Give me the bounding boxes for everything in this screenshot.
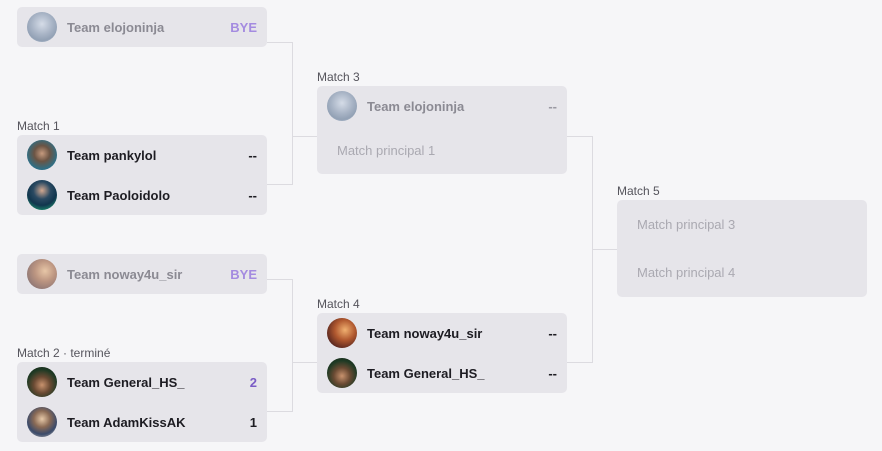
noway4u-avatar bbox=[27, 259, 57, 289]
match-label: Match 2 · terminé bbox=[17, 346, 111, 360]
team-row[interactable]: Team General_HS_ -- bbox=[317, 353, 567, 393]
connector-line bbox=[292, 136, 317, 137]
connector-line bbox=[267, 184, 292, 185]
connector-line bbox=[267, 279, 292, 280]
team-name: Team Paoloidolo bbox=[67, 187, 171, 203]
ninja-avatar-icon bbox=[327, 91, 357, 121]
match-label: Match 1 bbox=[17, 119, 60, 133]
team-name: Team General_HS_ bbox=[367, 365, 485, 381]
connector-line bbox=[292, 362, 317, 363]
match-card-4[interactable]: Team noway4u_sir -- Team General_HS_ -- bbox=[317, 313, 567, 393]
team-score: 2 bbox=[249, 374, 257, 390]
connector-line bbox=[567, 136, 592, 137]
team-name: Team noway4u_sir bbox=[67, 266, 183, 282]
bye-card-elojoninja[interactable]: Team elojoninja BYE bbox=[17, 7, 267, 47]
connector-line bbox=[267, 42, 292, 43]
general-hs-avatar bbox=[27, 367, 57, 397]
team-score: -- bbox=[248, 187, 257, 203]
pending-slot: Match principal 3 bbox=[637, 216, 736, 232]
team-name: Team pankylol bbox=[67, 147, 157, 163]
team-row[interactable]: Team Paoloidolo -- bbox=[17, 175, 267, 215]
pankylol-avatar bbox=[27, 140, 57, 170]
team-score: -- bbox=[548, 325, 557, 341]
team-score: -- bbox=[548, 98, 557, 114]
connector-line bbox=[592, 249, 617, 250]
match-card-5[interactable]: Match principal 3 Match principal 4 bbox=[617, 200, 867, 297]
team-row[interactable]: Team AdamKissAK 1 bbox=[17, 402, 267, 442]
pending-slot: Match principal 4 bbox=[637, 265, 736, 280]
connector-line bbox=[292, 42, 293, 185]
match-card-1[interactable]: Team pankylol -- Team Paoloidolo -- bbox=[17, 135, 267, 215]
match-label: Match 3 bbox=[317, 70, 360, 84]
team-row[interactable]: Team elojoninja -- bbox=[317, 86, 567, 126]
connector-line bbox=[267, 411, 292, 412]
connector-line bbox=[292, 279, 293, 412]
team-row[interactable]: Team General_HS_ 2 bbox=[17, 362, 267, 402]
team-score: -- bbox=[548, 365, 557, 381]
noway4u-avatar bbox=[327, 318, 357, 348]
match-label: Match 5 bbox=[617, 184, 660, 198]
match-card-2[interactable]: Team General_HS_ 2 Team AdamKissAK 1 bbox=[17, 362, 267, 442]
paoloidolo-avatar bbox=[27, 180, 57, 210]
team-row[interactable]: Team pankylol -- bbox=[17, 135, 267, 175]
bye-badge: BYE bbox=[230, 19, 257, 35]
team-name: Team elojoninja bbox=[67, 19, 165, 35]
match-card-3[interactable]: Team elojoninja -- Match principal 1 bbox=[317, 86, 567, 174]
adamkiss-avatar bbox=[27, 407, 57, 437]
team-score: 1 bbox=[249, 414, 257, 430]
ninja-avatar-icon bbox=[27, 12, 57, 42]
pending-slot: Match principal 1 bbox=[337, 142, 436, 158]
bye-badge: BYE bbox=[230, 266, 257, 282]
general-hs-avatar bbox=[327, 358, 357, 388]
team-name: Team General_HS_ bbox=[67, 374, 185, 390]
connector-line bbox=[567, 362, 592, 363]
team-row[interactable]: Team noway4u_sir -- bbox=[317, 313, 567, 353]
team-score: -- bbox=[248, 147, 257, 163]
bye-card-noway4u[interactable]: Team noway4u_sir BYE bbox=[17, 254, 267, 294]
team-name: Team AdamKissAK bbox=[67, 414, 186, 430]
team-name: Team noway4u_sir bbox=[367, 325, 483, 341]
team-name: Team elojoninja bbox=[367, 98, 465, 114]
match-label: Match 4 bbox=[317, 297, 360, 311]
